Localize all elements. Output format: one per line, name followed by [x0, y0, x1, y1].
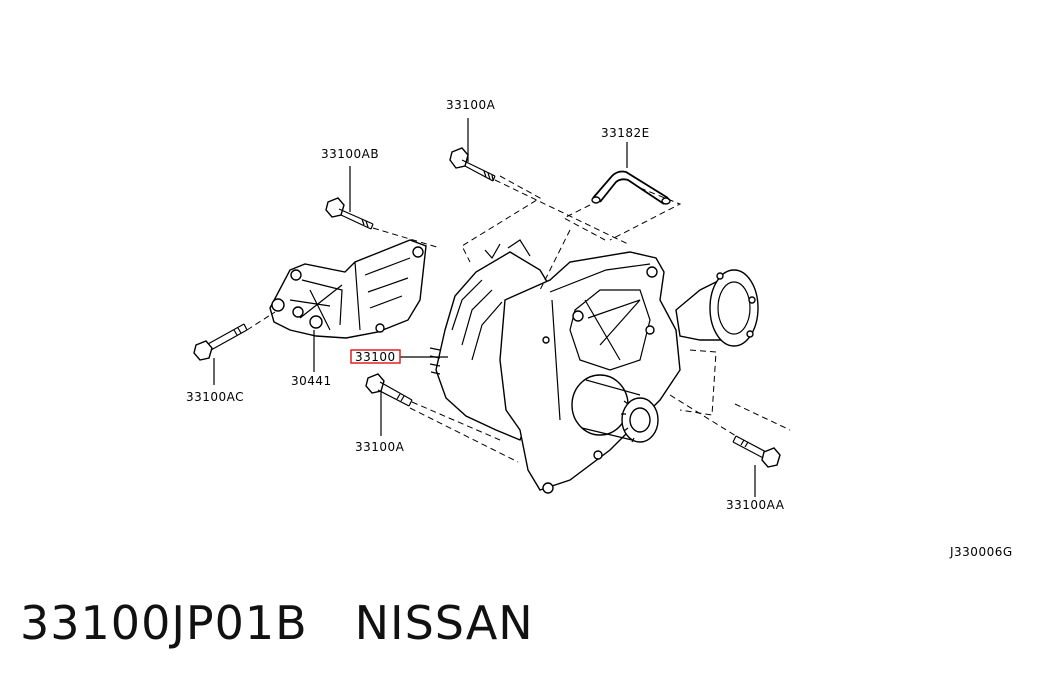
parts-diagram: 33100A 33182E 33100AB 30441 33100AC: [186, 98, 1013, 559]
bracket-30441: [269, 239, 427, 372]
bolt-33100a-top: [449, 118, 496, 182]
part-number: 33100JP01B: [20, 596, 308, 650]
label-33100a-top: 33100A: [446, 98, 496, 112]
label-33100a-bottom: 33100A: [355, 440, 405, 454]
highlight-box-33100: [350, 349, 401, 364]
figure-code: J330006G: [949, 545, 1013, 559]
hose-33182e: [591, 142, 671, 205]
label-33100ac: 33100AC: [186, 390, 244, 404]
bolt-33100aa: [732, 435, 781, 497]
label-33100aa: 33100AA: [726, 498, 785, 512]
label-33100: 33100: [355, 350, 396, 364]
bolt-33100a-bottom: [365, 373, 413, 436]
transfer-assembly-33100: [400, 239, 759, 494]
label-33100ab: 33100AB: [321, 147, 379, 161]
label-30441: 30441: [291, 374, 332, 388]
brand-name: NISSAN: [354, 596, 534, 650]
bolt-33100ab: [325, 166, 374, 230]
assembly-guide-lines: [246, 175, 791, 463]
bolt-33100ac: [193, 323, 248, 385]
label-33182e: 33182E: [601, 126, 650, 140]
part-caption: 33100JP01B NISSAN: [20, 596, 534, 650]
